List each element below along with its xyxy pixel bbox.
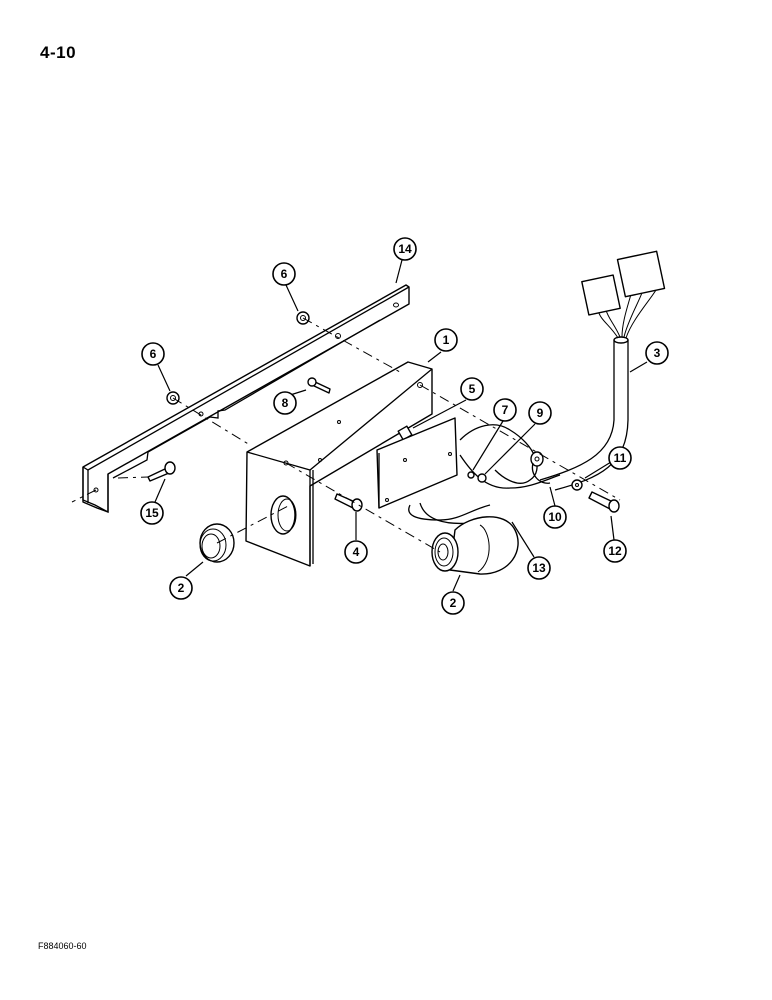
washer-part-11 <box>571 479 583 491</box>
bolt-part-4 <box>334 493 363 512</box>
bolt-part-12 <box>588 491 620 513</box>
washer-part-7 <box>467 471 475 479</box>
svg-text:2: 2 <box>178 581 185 595</box>
callout-11: 11 <box>608 446 632 470</box>
svg-text:8: 8 <box>282 396 289 410</box>
svg-text:9: 9 <box>537 406 544 420</box>
switch-body-part-2 <box>431 516 519 575</box>
callout-14: 14 <box>393 237 417 261</box>
svg-text:5: 5 <box>469 382 476 396</box>
page-number: 4-10 <box>40 43 77 62</box>
callout-1: 1 <box>434 328 458 352</box>
svg-text:6: 6 <box>150 347 157 361</box>
svg-text:12: 12 <box>608 544 622 558</box>
callout-6a: 6 <box>272 262 296 286</box>
leader-arrows <box>154 259 648 592</box>
callout-8: 8 <box>273 391 297 415</box>
callout-4: 4 <box>344 540 368 564</box>
callout-5: 5 <box>460 377 484 401</box>
svg-text:1: 1 <box>443 333 450 347</box>
svg-text:15: 15 <box>145 506 159 520</box>
circuit-board <box>376 417 458 509</box>
callout-12: 12 <box>603 539 627 563</box>
svg-text:6: 6 <box>281 267 288 281</box>
callout-3: 3 <box>645 341 669 365</box>
svg-text:7: 7 <box>502 403 509 417</box>
bolt-part-8 <box>307 377 331 394</box>
figure-code: F884060-60 <box>38 941 87 951</box>
svg-text:4: 4 <box>353 545 360 559</box>
nut-part-9 <box>477 473 487 483</box>
svg-text:3: 3 <box>654 346 661 360</box>
angle-bracket-part-14 <box>82 284 410 514</box>
svg-text:14: 14 <box>398 242 412 256</box>
svg-text:10: 10 <box>548 510 562 524</box>
wire-harness-part-3 <box>539 250 666 491</box>
callout-2b: 2 <box>441 591 465 615</box>
callout-15: 15 <box>140 501 164 525</box>
callout-9: 9 <box>528 401 552 425</box>
cable-clamp-part-10 <box>530 451 551 484</box>
bolt-part-15 <box>147 461 176 482</box>
callout-13: 13 <box>527 556 551 580</box>
svg-text:2: 2 <box>450 596 457 610</box>
callout-7: 7 <box>493 398 517 422</box>
svg-text:11: 11 <box>614 451 627 465</box>
callout-2a: 2 <box>169 576 193 600</box>
callout-6b: 6 <box>141 342 165 366</box>
mounting-bracket-part-1 <box>245 361 433 567</box>
callout-10: 10 <box>543 505 567 529</box>
svg-text:13: 13 <box>532 561 546 575</box>
assembly-center-lines <box>71 317 621 553</box>
